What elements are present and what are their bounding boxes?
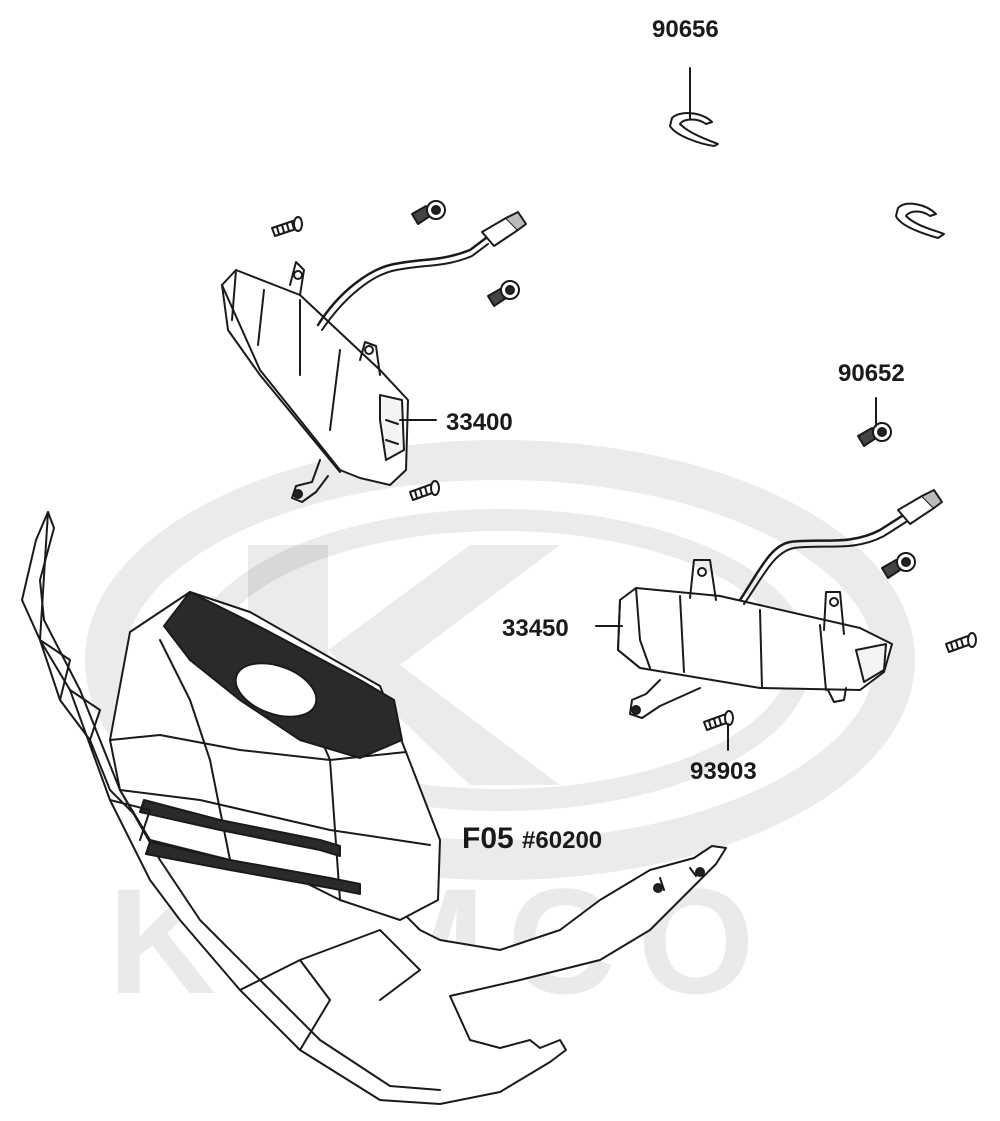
bolt-90652 (857, 422, 892, 447)
bolt-left-top (411, 200, 446, 225)
turn-signal-lamp-left (221, 211, 527, 503)
screw-left-bottom (409, 480, 440, 501)
part-label-93903: 93903 (690, 758, 757, 785)
turn-signal-lamp-right (617, 489, 943, 719)
part-label-90652: 90652 (838, 360, 905, 387)
part-label-33450: 33450 (502, 615, 569, 642)
part-label-33400: 33400 (446, 409, 513, 436)
section-ref: #60200 (522, 827, 603, 854)
part-label-90656: 90656 (652, 16, 719, 43)
bolt-left-mid (487, 280, 520, 307)
section-label: F05 #60200 (462, 822, 602, 856)
front-cover (21, 511, 727, 1105)
bolt-right-mid (881, 552, 916, 579)
section-code: F05 (462, 822, 514, 855)
clip-90656-lower (895, 202, 945, 239)
screw-left-top (271, 216, 303, 237)
leader-lines (399, 67, 877, 751)
clip-90656-upper (669, 112, 719, 147)
screw-right-side (945, 632, 977, 653)
